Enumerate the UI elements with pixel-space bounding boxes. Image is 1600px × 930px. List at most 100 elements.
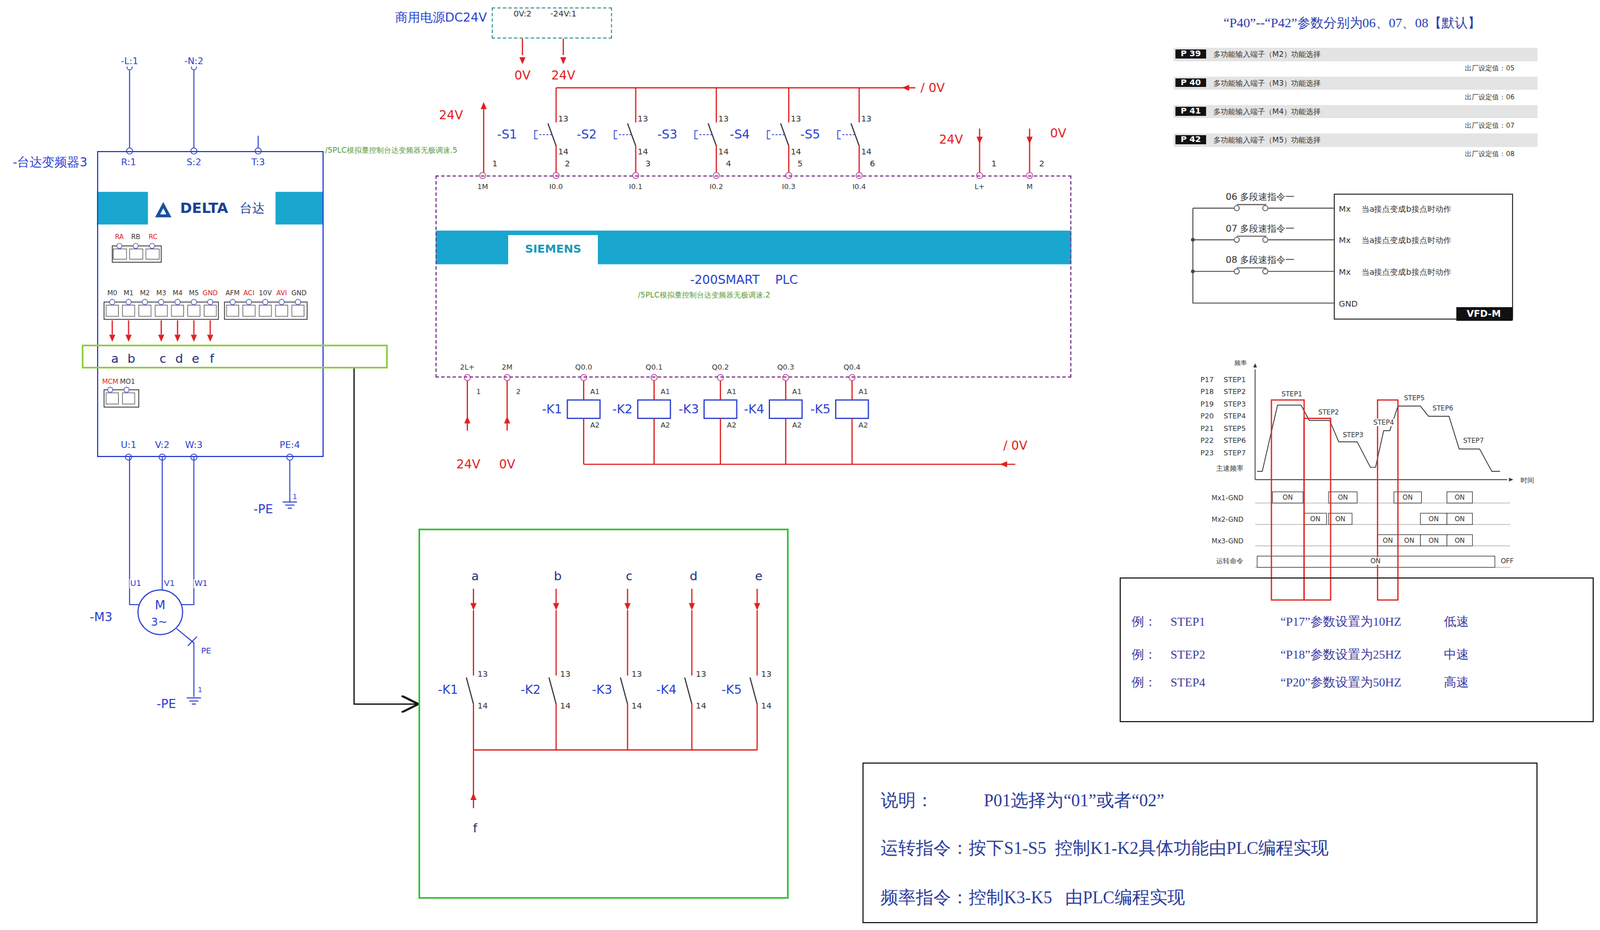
plc-wiring-label: A2 xyxy=(589,421,601,430)
delta-logo xyxy=(160,208,167,215)
plc-wiring-label: 6 xyxy=(869,159,876,169)
vfd-label: DELTA xyxy=(179,200,229,217)
node-text: b xyxy=(127,352,136,366)
terminal-dot xyxy=(229,299,236,305)
arrow-head xyxy=(464,416,471,424)
vfd-label: RA xyxy=(114,233,125,241)
plc-wiring-label: -S5 xyxy=(799,127,821,142)
wire xyxy=(472,704,475,751)
chart-label: ON xyxy=(1427,514,1440,523)
chart-label: ON xyxy=(1309,514,1322,523)
terminal-dot xyxy=(123,387,129,393)
terminal-dot xyxy=(262,299,268,305)
plc-wiring-label: / 0V xyxy=(919,81,946,95)
arrow-head xyxy=(688,602,695,611)
wire xyxy=(209,320,211,335)
plc-wiring-label: A2 xyxy=(857,421,869,430)
power-supply-box: 商用电源DC24V0V:2-24V:1 xyxy=(491,7,613,40)
terminal-dot xyxy=(580,374,588,381)
switch-blade xyxy=(1236,204,1267,206)
wire xyxy=(635,145,637,176)
terminal-cell xyxy=(138,304,152,317)
plc-wiring-label: I0.3 xyxy=(781,182,797,191)
node-text: STEP2 xyxy=(1170,648,1206,663)
wire xyxy=(715,145,718,176)
terminal-dot xyxy=(717,374,724,381)
signal-pulse xyxy=(1420,513,1448,525)
wire xyxy=(1028,128,1030,176)
wire xyxy=(193,70,195,152)
plc-wiring-label: -K5 xyxy=(809,402,832,417)
arrow-head xyxy=(504,416,511,424)
plc-wiring-label: 3 xyxy=(644,159,652,169)
vfd-label: 1 xyxy=(291,492,298,501)
wire xyxy=(555,145,557,176)
ground-symbol xyxy=(186,697,201,699)
node-text: VFD-M xyxy=(1466,308,1501,320)
vfd-label: AFM xyxy=(224,288,241,297)
parameter-row: P 39多功能输入端子（M2）功能选择 xyxy=(1173,47,1539,61)
chart-label: Mx3-GND xyxy=(1211,537,1245,545)
plc-wiring-label: M xyxy=(1025,182,1034,191)
push-actuator xyxy=(837,130,841,139)
wire xyxy=(653,418,655,465)
motor-outline xyxy=(137,589,183,635)
node-text: b xyxy=(554,569,563,584)
chart-label: P17 xyxy=(1199,375,1215,384)
arrow-head xyxy=(560,57,567,65)
chart-label: ON xyxy=(1334,514,1347,523)
plc-wiring-label: I0.4 xyxy=(851,182,867,191)
wire xyxy=(690,610,693,676)
plc-wiring-label: 14 xyxy=(695,701,707,711)
node-text: GND xyxy=(1338,299,1358,309)
node-text: d xyxy=(175,352,184,366)
plc-wiring-label: 2 xyxy=(564,159,571,169)
wire xyxy=(1192,270,1234,272)
wire xyxy=(858,145,860,176)
chart-label: P23 xyxy=(1199,449,1215,458)
terminal-cell xyxy=(122,392,136,405)
plc-wiring-label: 14 xyxy=(476,701,489,711)
node-text: 例： xyxy=(1131,648,1157,663)
plc-wiring-label: 1 xyxy=(491,159,498,169)
wire xyxy=(1268,239,1334,241)
contact-panel: abcdef xyxy=(418,528,789,899)
chart-label: 07 多段速指令一 xyxy=(1225,223,1296,234)
node-text: STEP1 xyxy=(1170,616,1206,630)
vfd-label: -PE xyxy=(156,697,177,711)
arrow-head xyxy=(470,602,477,611)
node-text: -200SMART PLC xyxy=(689,273,798,287)
plc-wiring-label: 13 xyxy=(717,114,730,124)
arrow-head xyxy=(999,461,1008,468)
vfd-label: M2 xyxy=(139,288,151,297)
terminal-dot xyxy=(125,454,132,461)
plc-wiring-label: 14 xyxy=(760,701,773,711)
terminal-cell xyxy=(243,304,256,317)
arrow-head xyxy=(1509,477,1514,481)
node-text: 当a接点变成b接点时动作 xyxy=(1361,267,1452,278)
plc-wiring-label: 13 xyxy=(637,114,649,124)
plc-wiring-label: 13 xyxy=(695,669,707,680)
chart-label: STEP3 xyxy=(1342,430,1364,439)
wire xyxy=(127,320,129,335)
plc-wiring-label: -K2 xyxy=(520,683,542,697)
terminal-cell xyxy=(122,304,136,317)
plc-wiring-label: -K1 xyxy=(541,402,563,417)
plc-wiring-label: 14 xyxy=(630,701,643,711)
plc-wiring-label: 13 xyxy=(760,669,773,680)
node-text: 0V:2 xyxy=(513,9,532,19)
chart-label: STEP6 xyxy=(1222,436,1247,445)
relay-coil xyxy=(769,399,803,418)
chart-label: Mx2-GND xyxy=(1211,515,1245,523)
plc-wiring-label: 13 xyxy=(860,114,873,124)
plc-wiring-label: -S3 xyxy=(656,127,678,142)
vfd-label: V1 xyxy=(163,579,176,589)
relay-coil xyxy=(835,399,869,418)
node-text: e xyxy=(755,569,763,584)
vfd-label: 1 xyxy=(197,685,203,694)
chart-label: ON xyxy=(1381,536,1394,544)
model-tag: VFD-M xyxy=(1456,307,1513,321)
chart-label: ON xyxy=(1454,514,1466,523)
terminal-dot xyxy=(1234,237,1240,243)
node-text: SIEMENS xyxy=(525,243,582,256)
